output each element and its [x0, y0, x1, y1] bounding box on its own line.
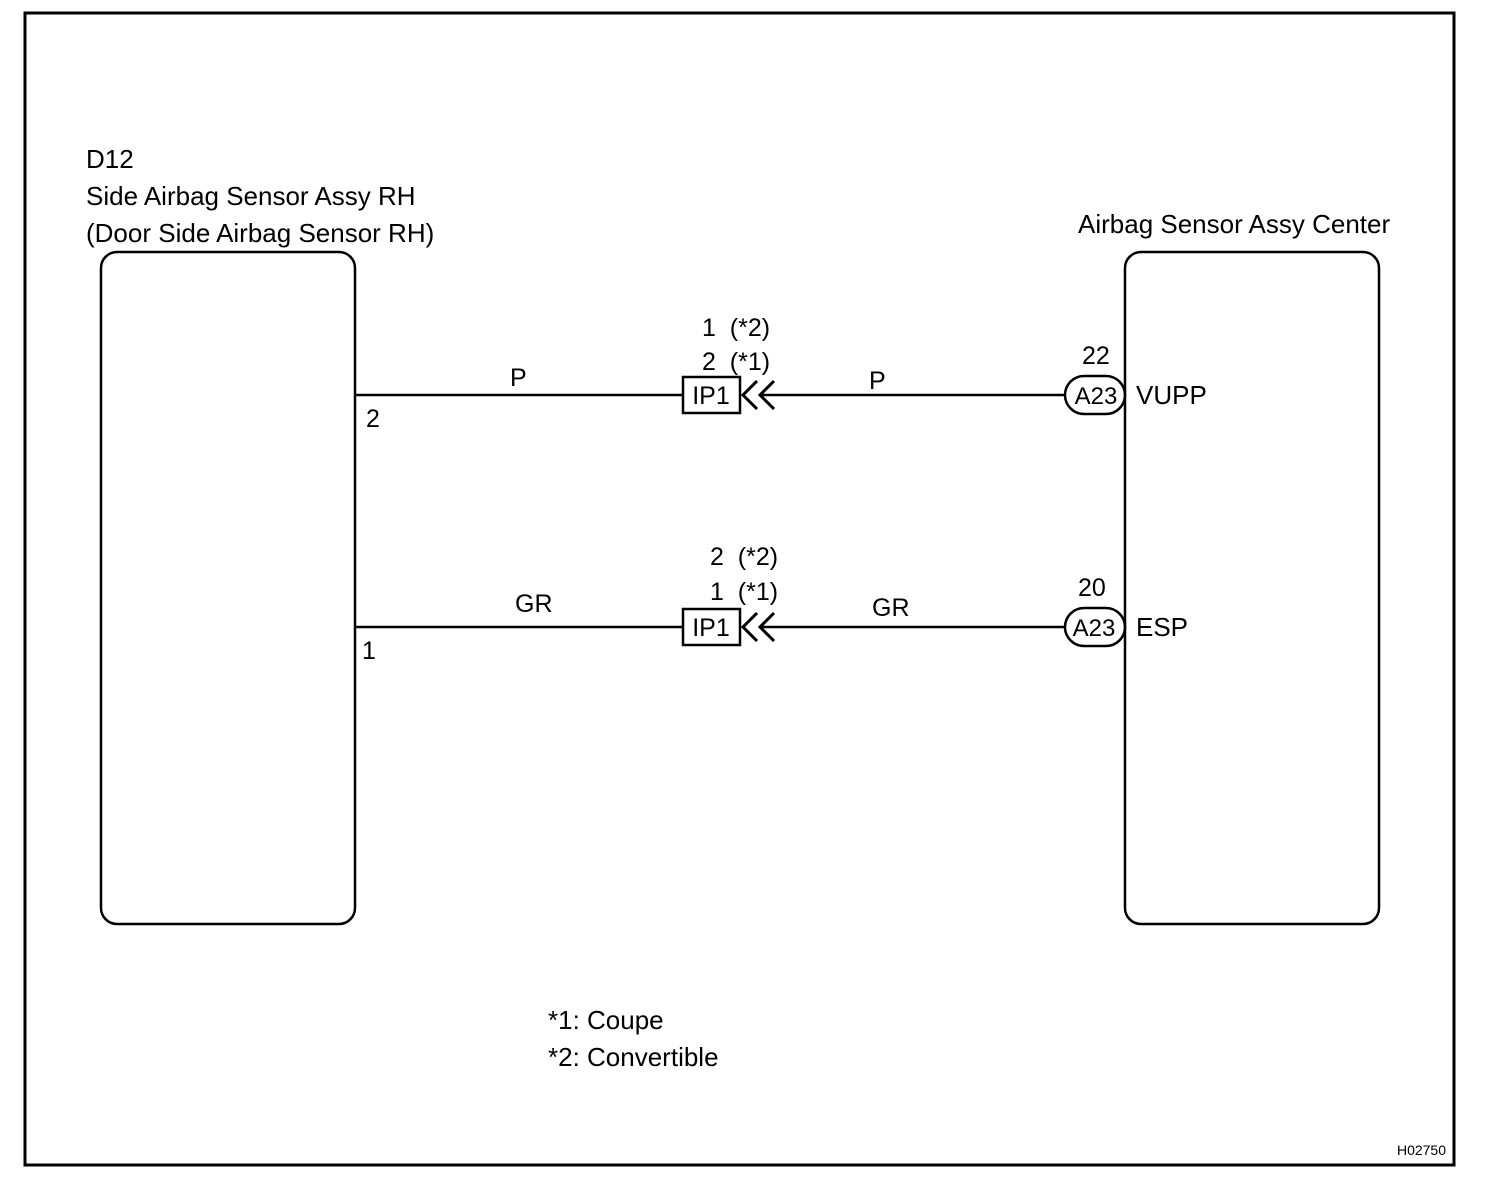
left-pin-2: 1 — [362, 637, 376, 665]
left-component-box — [99, 250, 357, 926]
left-component-alt-name: (Door Side Airbag Sensor RH) — [86, 218, 434, 248]
right-connector-label-1: A23 — [1075, 383, 1118, 410]
right-wire-color-1: P — [869, 367, 886, 395]
right-connector-oval-2 — [1063, 606, 1127, 648]
right-component-name: Airbag Sensor Assy Center — [1078, 209, 1390, 239]
left-wire-color-2: GR — [515, 590, 553, 618]
left-wire-color-1: P — [510, 364, 527, 392]
connector-pin-1b: 2 (*1) — [702, 348, 770, 376]
right-pin-1: 22 — [1082, 342, 1110, 370]
connector-pin-2a: 2 (*2) — [710, 543, 778, 571]
connector-pin-1a: 1 (*2) — [702, 314, 770, 342]
left-component-name: Side Airbag Sensor Assy RH — [86, 181, 416, 211]
note-coupe: *1: Coupe — [548, 1005, 664, 1035]
right-component-box — [1123, 250, 1381, 926]
right-connector-oval-1 — [1063, 374, 1127, 416]
signal-label-2: ESP — [1136, 612, 1188, 642]
connector-box-1 — [681, 375, 742, 415]
right-wire-color-2: GR — [872, 594, 910, 622]
right-connector-label-2: A23 — [1073, 615, 1116, 642]
note-convertible: *2: Convertible — [548, 1042, 719, 1072]
circuit-vupp: 2 P 1 (*2) 2 (*1) IP1 P 22 A23 VUPP — [355, 314, 1207, 433]
connector-pin-2b: 1 (*1) — [710, 578, 778, 606]
figure-id: H02750 — [1397, 1142, 1446, 1158]
left-pin-1: 2 — [366, 405, 380, 433]
connector-box-2 — [681, 607, 742, 647]
signal-label-1: VUPP — [1136, 380, 1207, 410]
right-pin-2: 20 — [1078, 574, 1106, 602]
connector-label-2: IP1 — [692, 614, 730, 642]
left-component-code: D12 — [86, 144, 134, 174]
connector-label-1: IP1 — [692, 382, 730, 410]
diagram-frame — [23, 11, 1456, 1167]
circuit-esp: 1 GR 2 (*2) 1 (*1) IP1 GR 20 A23 ESP — [355, 543, 1188, 665]
